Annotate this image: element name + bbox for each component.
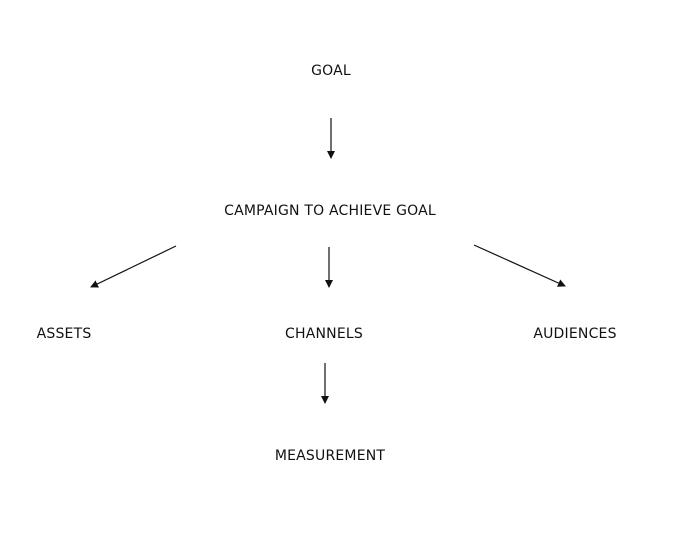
node-campaign: CAMPAIGN TO ACHIEVE GOAL [224, 203, 436, 219]
node-assets: ASSETS [36, 326, 92, 342]
node-goal: GOAL [311, 63, 351, 79]
edge-campaign-to-audiences [473, 244, 566, 287]
node-measurement: MEASUREMENT [274, 448, 386, 464]
node-audiences: AUDIENCES [533, 326, 617, 342]
edge-campaign-to-assets [90, 245, 177, 288]
node-channels: CHANNELS [285, 326, 363, 342]
